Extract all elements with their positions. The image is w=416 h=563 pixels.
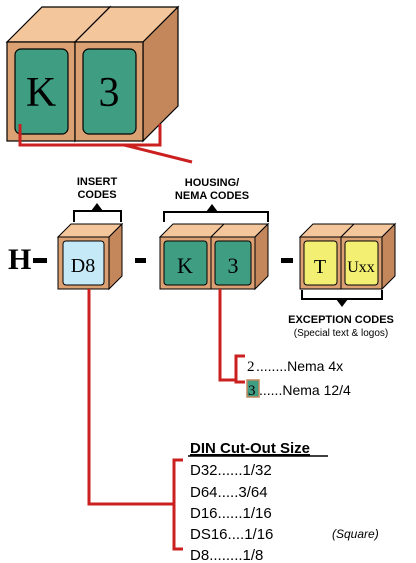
nema-label-2: ........Nema 4x — [256, 358, 343, 374]
din-row-text: D16......1/16 — [190, 505, 272, 522]
nema-label-3: ......Nema 12/4 — [259, 382, 351, 398]
top-cube-k-label: K — [26, 70, 56, 116]
din-row-d32: D32......1/32 — [190, 462, 272, 479]
nema-code-2: 2 — [247, 359, 255, 375]
exception-cube-t-label: T — [314, 256, 326, 278]
top-bracket — [18, 124, 193, 164]
housing-codes-heading-line2: NEMA CODES — [175, 190, 249, 202]
housing-cube-k: K — [158, 223, 226, 290]
insert-codes-bracket — [73, 203, 122, 222]
din-row-text: D32......1/32 — [190, 462, 272, 479]
exception-codes-heading: EXCEPTION CODES — [288, 314, 394, 326]
housing-codes-heading-line1: HOUSING/ — [185, 177, 239, 189]
housing-cube-k-label: K — [177, 253, 193, 278]
top-cube-3-label: 3 — [99, 70, 120, 116]
top-code-cubes: K 3 — [5, 5, 180, 143]
din-row-d64: D64.....3/64 — [190, 484, 268, 501]
din-row-d8: D8........1/8 — [190, 547, 263, 563]
exception-codes-subheading: (Special text & logos) — [294, 328, 389, 339]
nema-option-3: 3 ......Nema 12/4 — [246, 379, 351, 399]
exception-cube-uxx-label: Uxx — [347, 259, 375, 276]
exception-codes-bracket — [301, 290, 383, 307]
insert-codes-heading-line1: INSERT — [77, 176, 118, 188]
insert-codes-heading-line2: CODES — [77, 189, 116, 201]
din-row-ds16: DS16....1/16 (Square) — [190, 526, 379, 543]
nema-connector — [218, 289, 245, 384]
din-title: DIN Cut-Out Size — [190, 440, 310, 457]
top-cube-3: 3 — [73, 5, 180, 143]
exception-cube-t: T — [298, 223, 356, 290]
separator-dash-1 — [33, 258, 47, 263]
din-row-text: D64.....3/64 — [190, 484, 268, 501]
prefix-letter: H — [8, 243, 31, 276]
separator-dash-3 — [281, 258, 293, 263]
din-row-note-square: (Square) — [332, 527, 379, 541]
din-connector — [87, 289, 183, 551]
housing-cube-3-label: 3 — [228, 253, 239, 278]
insert-cube-d8: D8 — [56, 222, 124, 291]
nema-option-2: 2 ........Nema 4x — [247, 358, 343, 375]
din-row-text: DS16....1/16 — [190, 526, 273, 543]
exception-cube-uxx: Uxx — [339, 222, 397, 291]
nema-code-3-swatch — [246, 379, 260, 398]
insert-cube-label: D8 — [71, 255, 95, 277]
separator-dash-2 — [135, 258, 146, 263]
din-row-d16: D16......1/16 — [190, 505, 272, 522]
housing-cube-3: 3 — [209, 222, 270, 291]
nema-code-3: 3 — [248, 383, 256, 399]
housing-codes-bracket — [163, 204, 269, 222]
din-row-text: D8........1/8 — [190, 547, 263, 563]
